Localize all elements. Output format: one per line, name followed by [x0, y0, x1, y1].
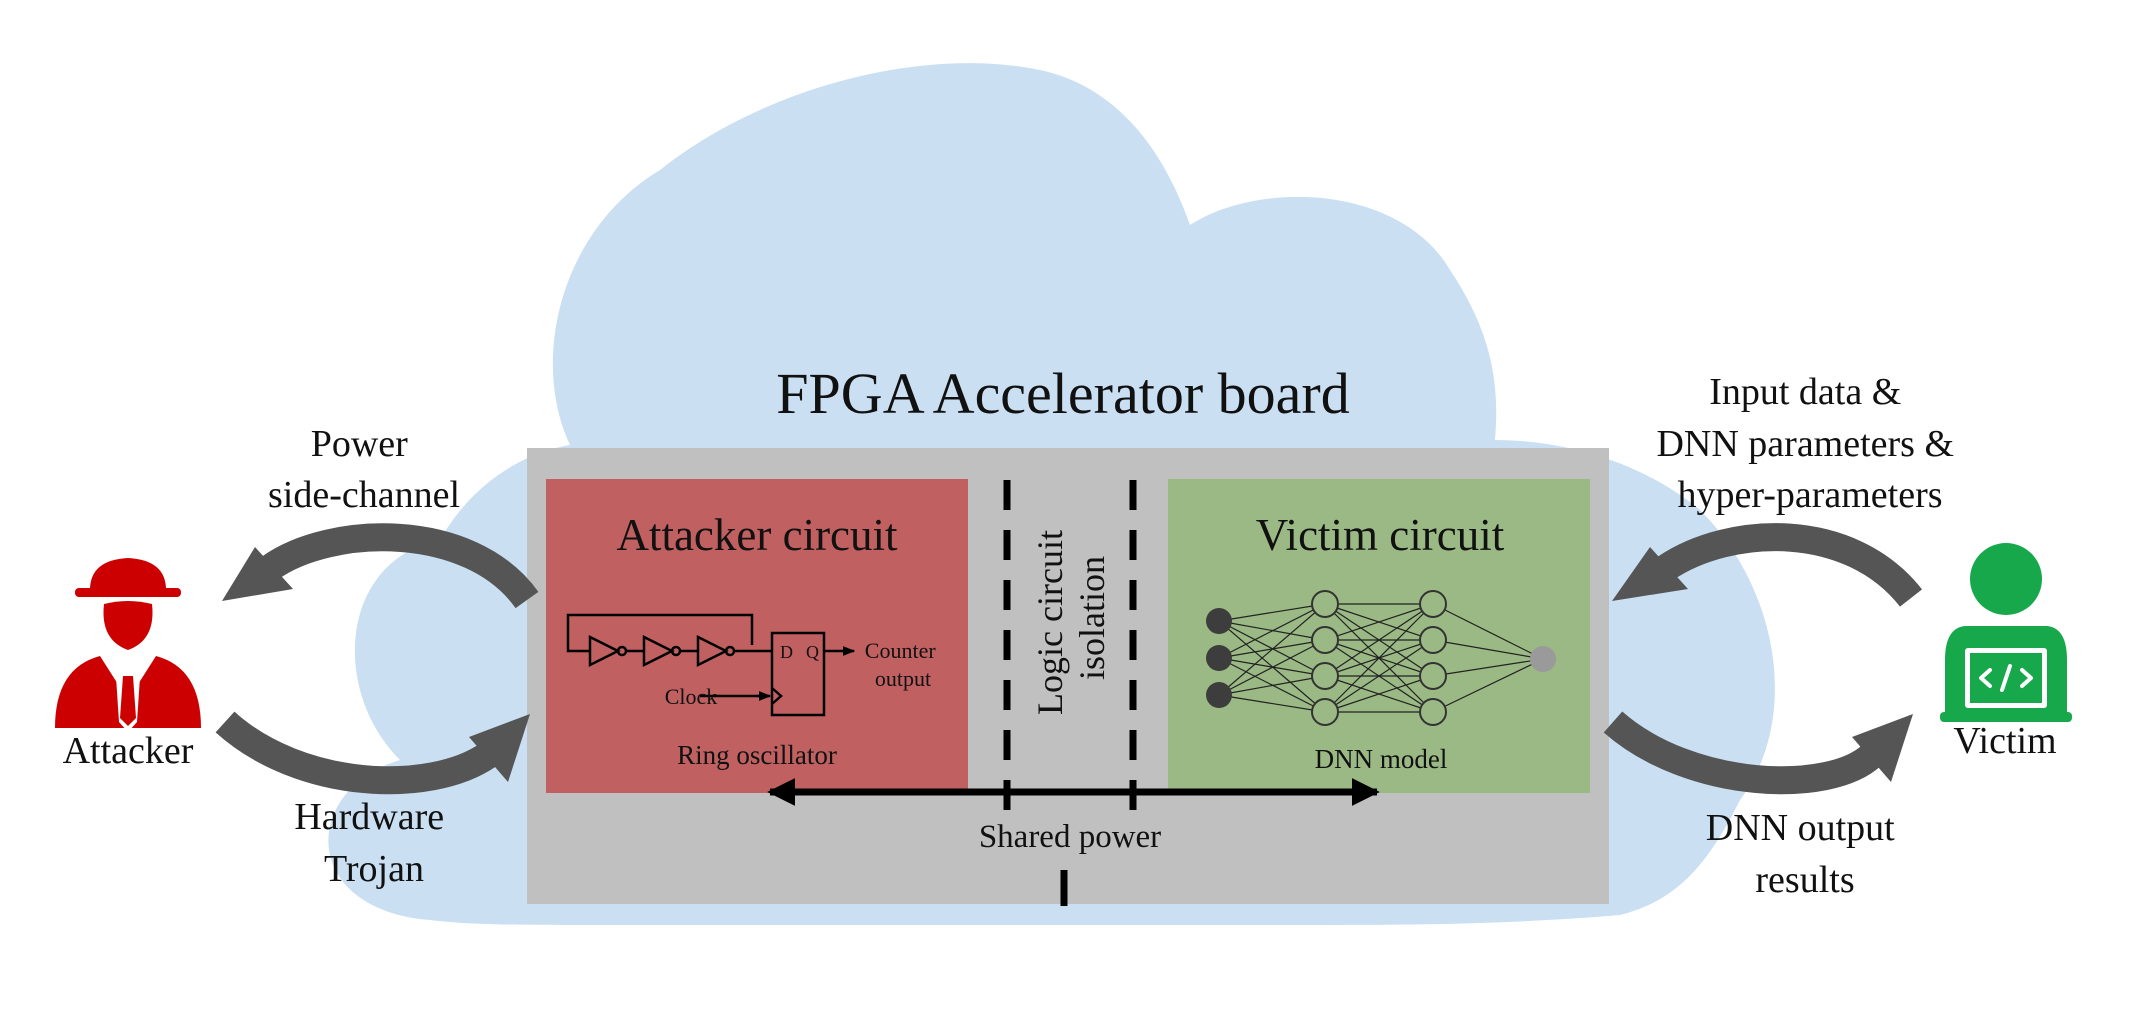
nn-edge [1432, 639, 1544, 660]
isolation-label: Logic circuit isolation [1030, 521, 1112, 715]
nn-edge [1324, 603, 1434, 677]
nn-hidden-node [1311, 662, 1339, 690]
dnn-output-arrow [1603, 711, 1913, 795]
nn-hidden-node [1311, 590, 1339, 618]
input-data-arrow [1612, 523, 1923, 607]
nn-input-node [1206, 608, 1232, 634]
nn-edge [1218, 603, 1326, 622]
nn-edge [1432, 658, 1544, 713]
clock-label: Clock [665, 684, 718, 709]
input-data-label: Input data & DNN parameters & hyper-para… [1656, 371, 1963, 516]
attacker-circuit-title: Attacker circuit [616, 510, 898, 560]
victim-label: Victim [1953, 720, 2056, 762]
attacker-label: Attacker [63, 730, 194, 772]
dnn-network-graph [1206, 590, 1556, 726]
nn-edge [1432, 658, 1544, 677]
dff-d-label: D [780, 642, 793, 662]
victim-circuit-block [1168, 479, 1590, 793]
nn-input-node [1206, 682, 1232, 708]
ring-oscillator-label: Ring oscillator [677, 740, 837, 770]
nn-hidden-node [1419, 590, 1447, 618]
victim-circuit-title: Victim circuit [1256, 510, 1505, 560]
nn-edge [1432, 603, 1544, 660]
inverter-1 [588, 634, 621, 668]
ring-oscillator-schematic [566, 613, 856, 717]
nn-edge [1324, 675, 1434, 713]
inverter-3 [696, 634, 729, 668]
nn-output-node [1530, 646, 1556, 672]
nn-input-node [1206, 645, 1232, 671]
hardware-trojan-arrow [215, 711, 530, 795]
nn-edge [1324, 603, 1434, 641]
dnn-model-label: DNN model [1315, 744, 1448, 774]
nn-hidden-node [1311, 626, 1339, 654]
shared-power-label: Shared power [979, 819, 1161, 855]
inverter-2 [642, 634, 675, 668]
nn-hidden-node [1419, 698, 1447, 726]
nn-edge [1324, 639, 1434, 713]
nn-edge [1324, 603, 1434, 713]
power-side-channel-arrow [222, 523, 539, 609]
nn-edge [1218, 603, 1326, 696]
dnn-output-label: DNN output results [1706, 807, 1904, 901]
dff-q-label: Q [806, 642, 819, 662]
nn-hidden-node [1419, 662, 1447, 690]
attacker-circuit-block [546, 479, 968, 793]
nn-edge [1218, 639, 1326, 696]
spy-hacker-icon [55, 558, 201, 732]
nn-edge [1218, 603, 1326, 659]
d-flip-flop [770, 631, 826, 717]
developer-laptop-icon [1940, 543, 2072, 722]
board-title: FPGA Accelerator board [776, 361, 1349, 426]
counter-output-label: Counter output [865, 638, 941, 691]
power-side-channel-label: Power side-channel [268, 423, 460, 516]
hardware-trojan-label: Hardware Trojan [294, 796, 453, 890]
isolation-dashes [1003, 480, 1137, 818]
nn-hidden-node [1419, 626, 1447, 654]
nn-edge [1218, 694, 1326, 713]
nn-edge [1218, 675, 1326, 696]
nn-hidden-node [1311, 698, 1339, 726]
